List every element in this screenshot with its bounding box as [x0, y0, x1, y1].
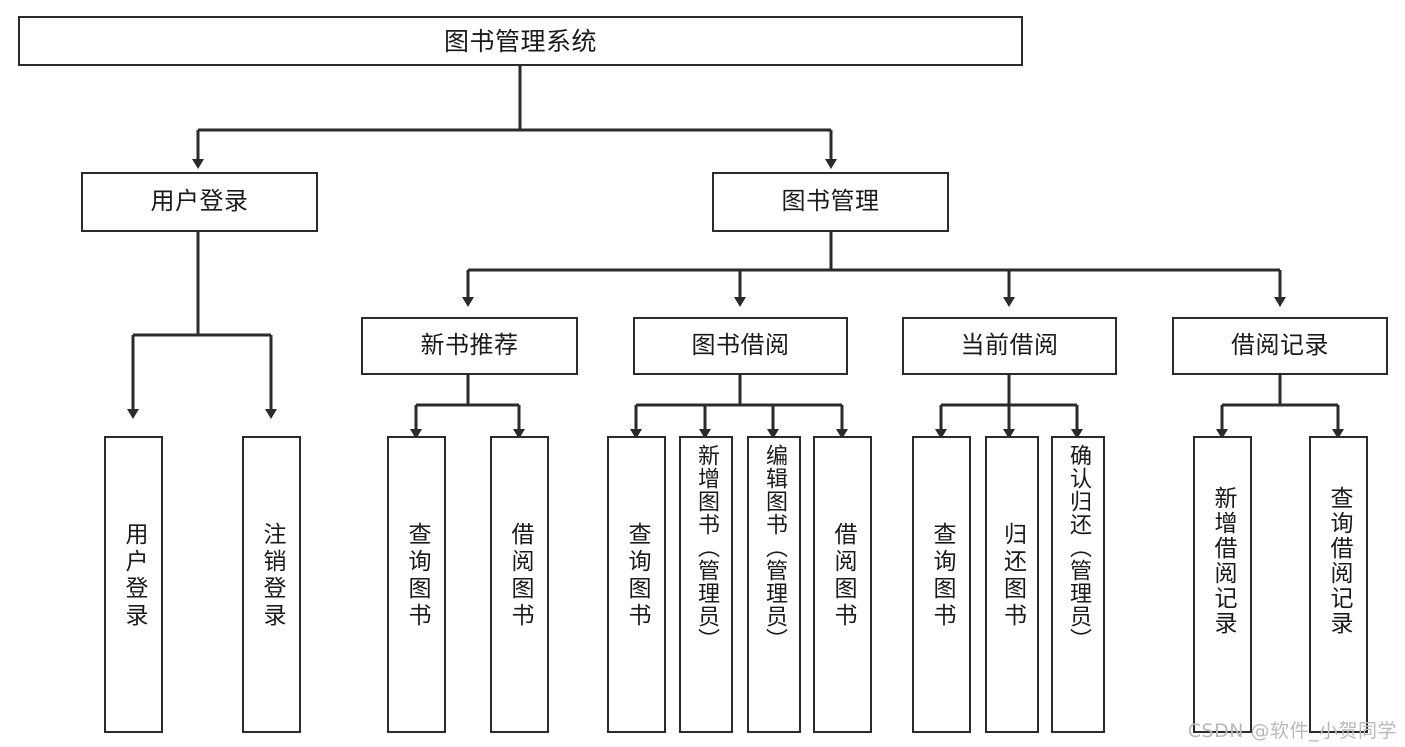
leaf-confirm-return-admin[interactable]: 确认归还（管理员） — [1051, 436, 1105, 733]
node-label: 查询借阅记录 — [1326, 486, 1352, 636]
node-borrow-record[interactable]: 借阅记录 — [1172, 317, 1388, 375]
node-label: 借阅图书 — [830, 522, 856, 630]
leaf-edit-book-admin[interactable]: 编辑图书（管理员） — [747, 436, 801, 733]
node-label: 借阅记录 — [1231, 331, 1329, 360]
node-label: 当前借阅 — [960, 331, 1059, 360]
node-label: 编辑图书（管理员） — [762, 444, 787, 651]
leaf-add-book-admin[interactable]: 新增图书（管理员） — [679, 436, 733, 733]
node-label: 注销登录 — [259, 522, 285, 630]
leaf-query-book-current[interactable]: 查询图书 — [912, 436, 971, 733]
node-label: 用户登录 — [150, 187, 249, 216]
node-label: 查询图书 — [404, 522, 430, 630]
node-label: 新增借阅记录 — [1210, 486, 1236, 636]
leaf-return-book[interactable]: 归还图书 — [985, 436, 1039, 733]
leaf-query-borrow-record[interactable]: 查询借阅记录 — [1309, 436, 1368, 733]
node-label: 查询图书 — [624, 522, 650, 630]
node-new-book-recommend[interactable]: 新书推荐 — [361, 317, 578, 375]
node-root-book-management-system[interactable]: 图书管理系统 — [18, 16, 1023, 66]
node-label: 图书借阅 — [691, 331, 790, 360]
node-label: 图书管理系统 — [443, 26, 597, 56]
leaf-user-logout[interactable]: 注销登录 — [242, 436, 301, 733]
leaf-user-login[interactable]: 用户登录 — [104, 436, 163, 733]
node-label: 查询图书 — [929, 522, 955, 630]
node-label: 借阅图书 — [507, 522, 533, 630]
csdn-watermark: CSDN @软件_小贺同学 — [1187, 720, 1397, 742]
node-user-login[interactable]: 用户登录 — [81, 172, 318, 232]
leaf-borrow-book-recommend[interactable]: 借阅图书 — [490, 436, 549, 733]
node-current-borrow[interactable]: 当前借阅 — [902, 317, 1117, 375]
node-label: 用户登录 — [121, 522, 147, 630]
node-book-management[interactable]: 图书管理 — [712, 172, 949, 232]
leaf-query-book-borrow[interactable]: 查询图书 — [607, 436, 666, 733]
node-label: 新书推荐 — [420, 331, 519, 360]
leaf-query-book-recommend[interactable]: 查询图书 — [387, 436, 446, 733]
node-book-borrow[interactable]: 图书借阅 — [633, 317, 848, 375]
node-label: 新增图书（管理员） — [694, 444, 719, 651]
leaf-borrow-book[interactable]: 借阅图书 — [813, 436, 872, 733]
node-label: 确认归还（管理员） — [1066, 444, 1091, 651]
node-label: 归还图书 — [999, 522, 1026, 630]
node-label: 图书管理 — [781, 187, 880, 216]
leaf-add-borrow-record[interactable]: 新增借阅记录 — [1193, 436, 1252, 733]
